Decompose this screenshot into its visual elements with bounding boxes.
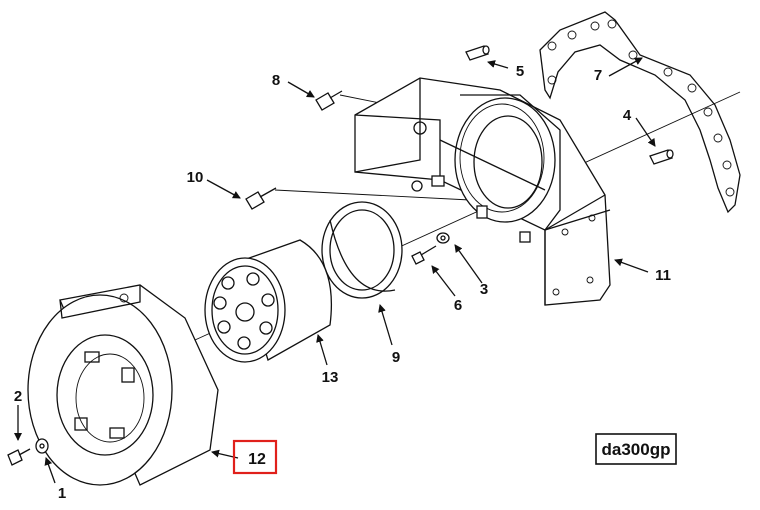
callout-1: 1 xyxy=(58,485,66,502)
drive-disc xyxy=(204,239,333,363)
callout-5: 5 xyxy=(516,63,524,80)
dowel-pin-right xyxy=(649,149,674,165)
screw-6 xyxy=(411,245,437,265)
flywheel xyxy=(27,284,219,486)
gasket xyxy=(539,11,741,214)
callout-11: 11 xyxy=(655,267,671,284)
seal-ring xyxy=(321,201,403,299)
callout-12: 12 xyxy=(248,451,266,468)
callout-13: 13 xyxy=(322,369,339,386)
callout-10: 10 xyxy=(187,169,204,186)
callout-labels: 1 2 3 4 5 6 7 8 9 10 11 13 xyxy=(14,63,671,502)
figure-code-box: da300gp xyxy=(595,433,677,465)
washer-3 xyxy=(436,232,450,244)
highlighted-callout-12: 12 xyxy=(232,439,278,475)
bolt-10 xyxy=(245,187,277,210)
callout-12-highlight-box xyxy=(232,439,278,475)
dowel-pin-top xyxy=(465,45,490,61)
callout-7: 7 xyxy=(594,67,602,84)
washer-1 xyxy=(35,438,49,454)
callout-3: 3 xyxy=(480,281,488,298)
callout-9: 9 xyxy=(392,349,400,366)
leader-lines xyxy=(14,57,656,484)
bolt-8 xyxy=(315,90,343,111)
flywheel-housing xyxy=(354,77,611,306)
callout-4: 4 xyxy=(623,107,632,124)
callout-8: 8 xyxy=(272,72,280,89)
figure-code: da300gp xyxy=(602,440,671,459)
callout-2: 2 xyxy=(14,388,22,405)
screw-2 xyxy=(7,448,31,466)
callout-6: 6 xyxy=(454,297,462,314)
